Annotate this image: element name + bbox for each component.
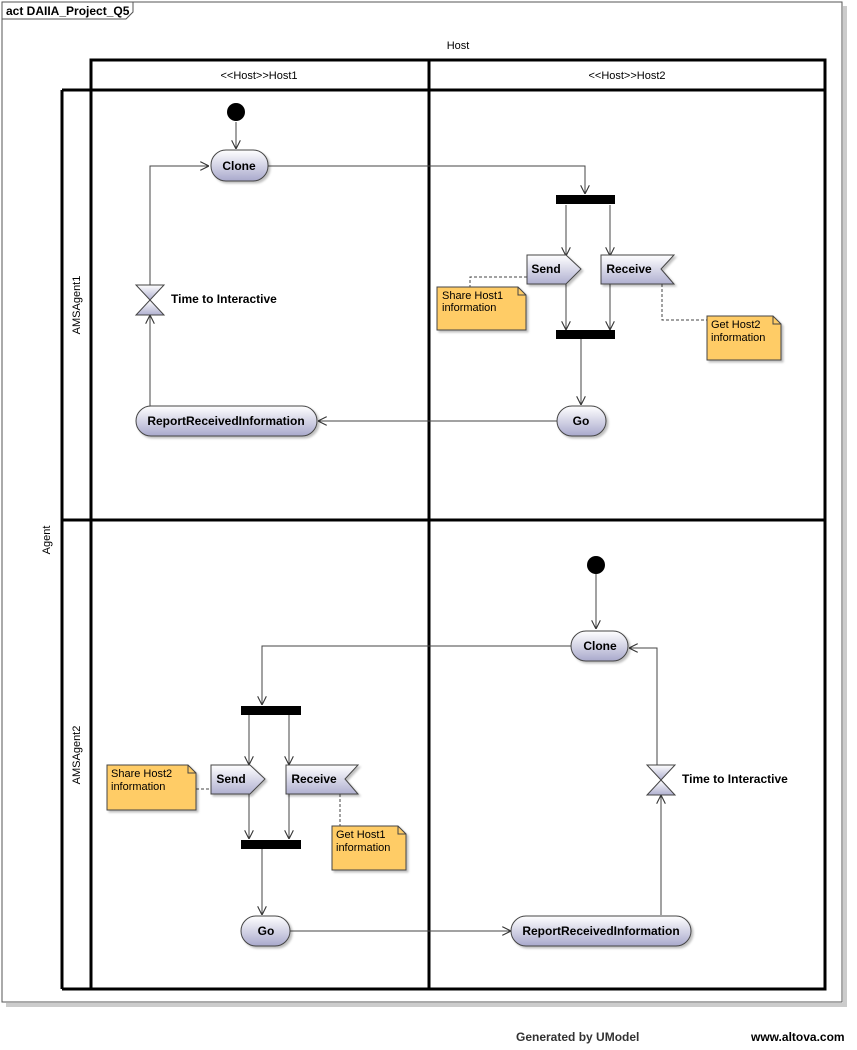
- note-receive-agent1: Get Host2 information: [706, 315, 782, 361]
- receive-signal-agent1[interactable]: Receive: [600, 254, 676, 285]
- note-send-agent1-line1: Share Host1: [442, 290, 503, 302]
- receive-signal-agent2[interactable]: Receive: [285, 764, 360, 795]
- send-signal-agent2[interactable]: Send: [210, 764, 266, 795]
- report-action-agent2[interactable]: ReportReceivedInformation: [510, 915, 692, 947]
- join-bar-agent1: [556, 330, 615, 339]
- row-group-label: Agent: [41, 526, 53, 555]
- note-send-agent2: Share Host2 information: [106, 764, 197, 811]
- go-action-agent1[interactable]: Go: [556, 405, 607, 437]
- fork-bar-agent2: [241, 706, 301, 715]
- initial-node-agent1: [227, 103, 245, 121]
- send-label-agent1: Send: [531, 262, 560, 276]
- clone-label-agent1: Clone: [222, 159, 256, 173]
- generated-by-label: Generated by UModel: [516, 1030, 640, 1044]
- note-receive-agent1-line1: Get Host2: [711, 319, 761, 331]
- column-group-label: Host: [447, 40, 470, 52]
- swimlane-grid: [60, 58, 827, 991]
- send-signal-agent1[interactable]: Send: [526, 254, 582, 285]
- go-label-agent2: Go: [258, 924, 275, 938]
- row-header-agent2: AMSAgent2: [71, 726, 83, 785]
- timer-agent1[interactable]: Time to Interactive: [134, 284, 277, 316]
- note-receive-agent1-line2: information: [711, 332, 765, 344]
- receive-label-agent2: Receive: [291, 772, 337, 786]
- altova-link[interactable]: www.altova.com: [751, 1030, 845, 1044]
- agent2-flows: [249, 574, 661, 931]
- go-action-agent2[interactable]: Go: [240, 915, 291, 947]
- agent1-flows: [150, 122, 610, 421]
- send-label-agent2: Send: [216, 772, 245, 786]
- join-bar-agent2: [241, 840, 301, 849]
- note-send-agent2-line1: Share Host2: [111, 768, 172, 780]
- row-header-agent1: AMSAgent1: [71, 276, 83, 335]
- note-receive-agent2: Get Host1 information: [331, 825, 407, 871]
- note-send-agent1-line2: information: [442, 302, 496, 314]
- note-receive-agent2-line1: Get Host1: [336, 829, 386, 841]
- report-label-agent2: ReportReceivedInformation: [522, 924, 679, 938]
- timer-label-agent2: Time to Interactive: [682, 772, 788, 786]
- note-send-agent2-line2: information: [111, 781, 165, 793]
- timer-label-agent1: Time to Interactive: [171, 292, 277, 306]
- note-receive-agent2-line2: information: [336, 842, 390, 854]
- column-header-host2: <<Host>>Host2: [588, 70, 665, 82]
- timer-agent2[interactable]: Time to Interactive: [645, 764, 788, 796]
- receive-label-agent1: Receive: [606, 262, 652, 276]
- fork-bar-agent1: [556, 195, 615, 204]
- clone-action-agent2[interactable]: Clone: [570, 630, 629, 662]
- go-label-agent1: Go: [573, 414, 590, 428]
- column-header-host1: <<Host>>Host1: [220, 70, 297, 82]
- initial-node-agent2: [587, 556, 605, 574]
- note-send-agent1: Share Host1 information: [436, 286, 527, 331]
- clone-label-agent2: Clone: [583, 639, 617, 653]
- frame: [1, 1, 843, 1003]
- report-action-agent1[interactable]: ReportReceivedInformation: [135, 405, 318, 437]
- frame-title: act DAIIA_Project_Q5: [6, 4, 130, 18]
- report-label-agent1: ReportReceivedInformation: [147, 414, 304, 428]
- frame-tab: [1, 1, 134, 20]
- clone-action-agent1[interactable]: Clone: [210, 149, 269, 182]
